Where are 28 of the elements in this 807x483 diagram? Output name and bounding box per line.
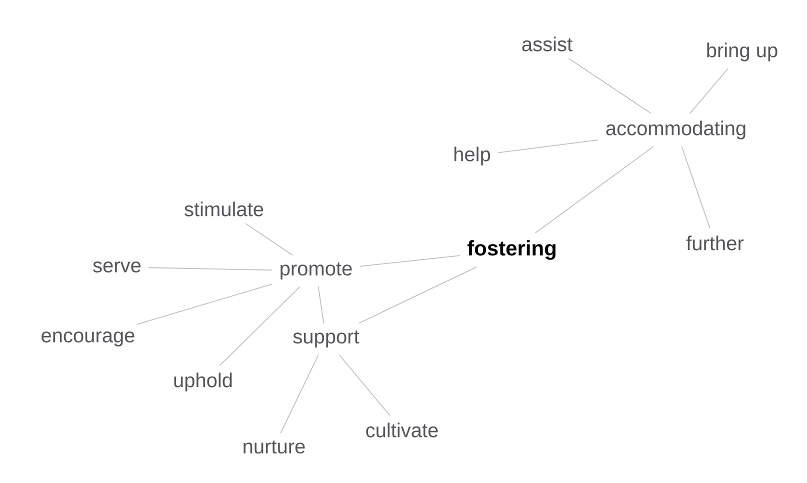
word-label: uphold	[174, 372, 232, 392]
word-label: nurture	[244, 440, 305, 454]
word-label: stimulate	[184, 202, 264, 216]
connector-line	[534, 146, 654, 234]
connector-line	[681, 146, 710, 229]
word-label: serve	[93, 262, 141, 272]
connector-line	[690, 68, 728, 114]
connector-line	[318, 286, 324, 324]
connector-line	[219, 286, 300, 366]
connector-line	[498, 139, 599, 154]
connector-line	[358, 266, 477, 324]
word-label: accommodating	[606, 120, 746, 140]
connector-line	[136, 284, 273, 325]
connector-line	[568, 58, 652, 114]
word-label: further	[686, 236, 744, 250]
word-label: support	[293, 330, 360, 348]
connector-line	[359, 255, 460, 267]
connector-line	[245, 223, 294, 256]
keyword-label: fostering	[467, 240, 556, 260]
word-label: help	[454, 146, 490, 166]
connector-line	[280, 354, 319, 434]
word-label: assist	[522, 36, 572, 52]
word-label: promote	[280, 262, 352, 280]
word-label: cultivate	[366, 422, 438, 438]
connector-line	[338, 354, 390, 416]
word-label: encourage	[42, 332, 134, 346]
word-label: bring up	[707, 42, 778, 62]
connector-line	[148, 267, 273, 271]
